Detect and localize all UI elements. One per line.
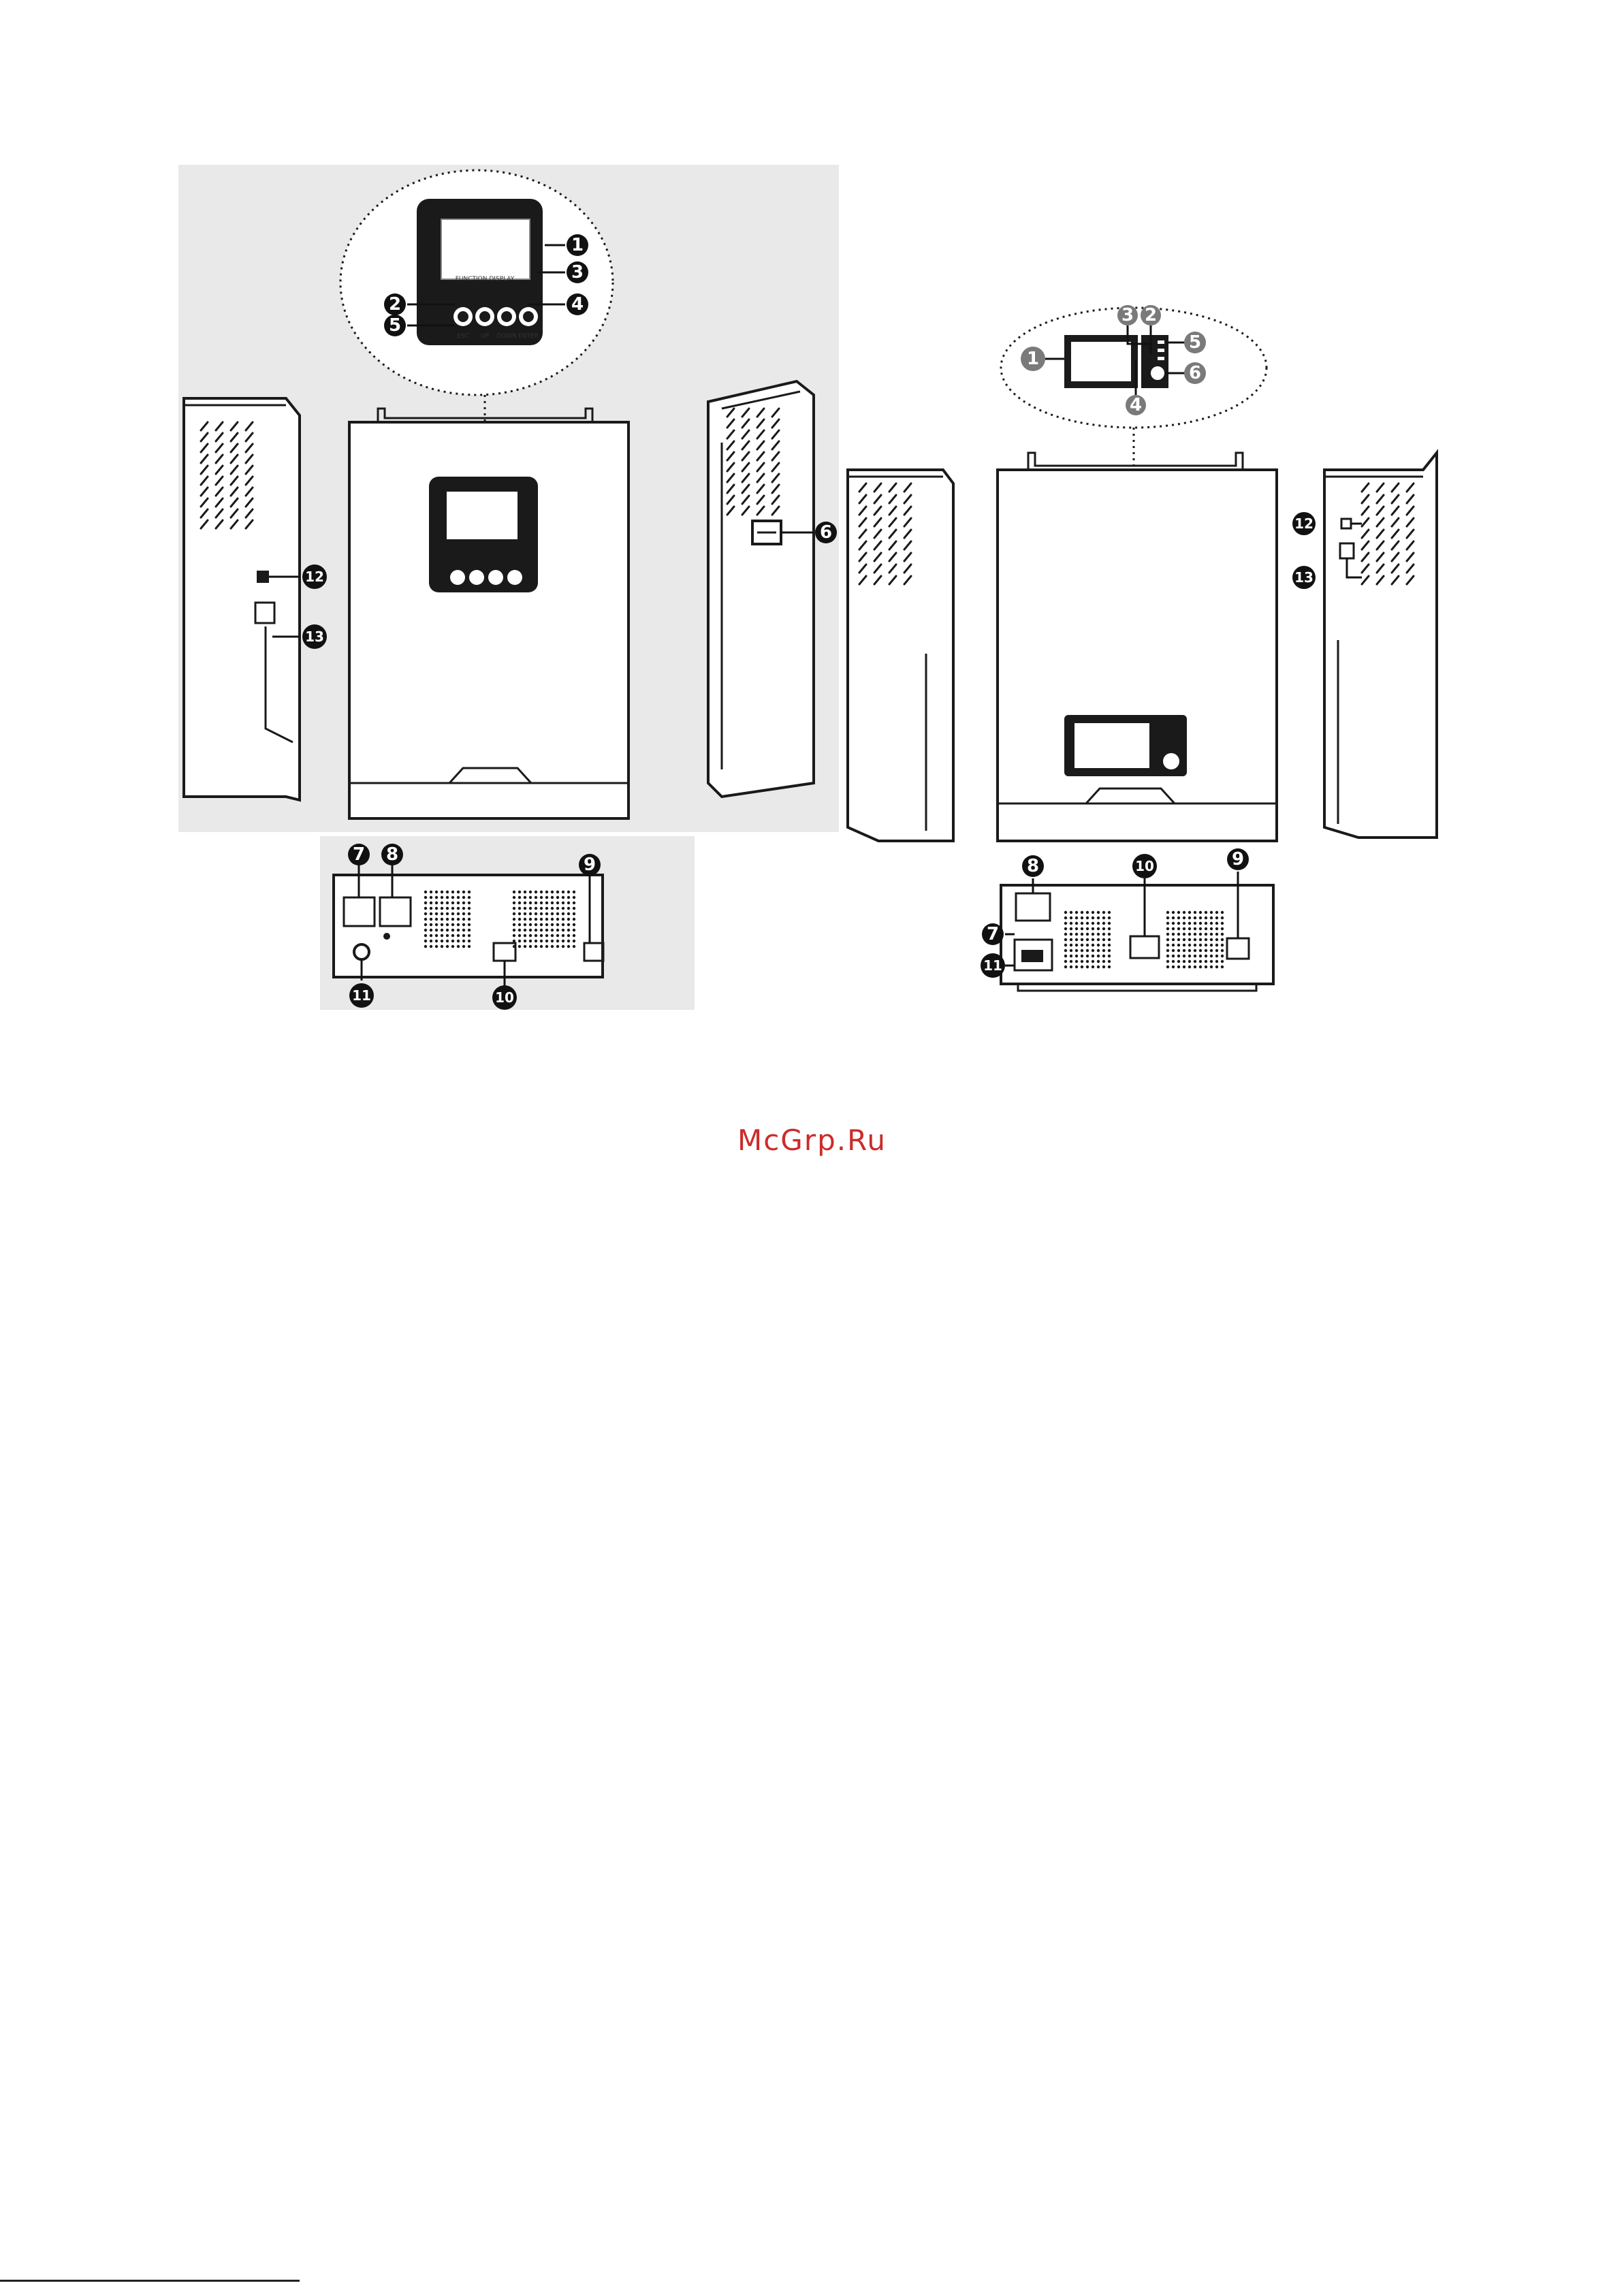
svg-text:12: 12 bbox=[305, 569, 324, 585]
left-callout-7: 7 bbox=[348, 844, 370, 865]
left-callout-10: 10 bbox=[492, 985, 517, 1010]
svg-text:10: 10 bbox=[495, 989, 514, 1006]
right-callout-1: 1 bbox=[1021, 347, 1045, 371]
svg-text:9: 9 bbox=[1232, 849, 1244, 870]
svg-text:7: 7 bbox=[353, 844, 365, 865]
left-bottom-view bbox=[334, 875, 603, 977]
watermark-text: McGrp.Ru bbox=[0, 1124, 1624, 1157]
left-button-label-esc: ESC bbox=[457, 333, 469, 340]
svg-text:5: 5 bbox=[389, 315, 401, 336]
right-callout-9: 9 bbox=[1227, 848, 1249, 870]
right-callout-13: 13 bbox=[1292, 566, 1316, 589]
footer-rule bbox=[0, 2280, 300, 2282]
right-callout-12: 12 bbox=[1292, 512, 1316, 535]
left-callout-2: 2 bbox=[384, 293, 406, 315]
svg-text:7: 7 bbox=[987, 924, 999, 944]
svg-text:2: 2 bbox=[389, 294, 401, 315]
right-side-unit-b bbox=[1324, 453, 1437, 838]
svg-text:13: 13 bbox=[1294, 569, 1313, 586]
left-button-label-enter: ENTER bbox=[518, 333, 539, 340]
left-callout-13: 13 bbox=[302, 624, 327, 649]
svg-text:9: 9 bbox=[584, 855, 596, 875]
right-callout-5: 5 bbox=[1184, 332, 1206, 353]
inverter-diagram: FUNCTION DISPLAY ESC UP DOWN ENTER bbox=[0, 0, 1624, 1062]
left-callout-1: 1 bbox=[567, 234, 588, 256]
svg-text:8: 8 bbox=[1027, 856, 1039, 876]
left-button-label-up: UP bbox=[481, 333, 490, 340]
right-callout-10: 10 bbox=[1132, 854, 1157, 878]
svg-text:3: 3 bbox=[571, 262, 584, 283]
svg-text:6: 6 bbox=[1189, 363, 1201, 383]
svg-text:11: 11 bbox=[983, 957, 1002, 974]
left-side-unit-a bbox=[184, 398, 300, 800]
right-callout-7: 7 bbox=[982, 923, 1004, 945]
right-callout-4: 4 bbox=[1126, 395, 1146, 415]
svg-text:4: 4 bbox=[571, 294, 584, 315]
right-front-unit bbox=[998, 453, 1277, 841]
svg-text:12: 12 bbox=[1294, 515, 1313, 532]
right-callout-11: 11 bbox=[981, 953, 1005, 978]
right-callout-3: 3 bbox=[1117, 305, 1138, 325]
svg-text:11: 11 bbox=[352, 987, 371, 1004]
svg-text:1: 1 bbox=[571, 235, 584, 255]
left-callout-6: 6 bbox=[815, 522, 837, 543]
left-callout-9: 9 bbox=[579, 854, 601, 876]
svg-text:13: 13 bbox=[305, 628, 324, 645]
right-side-unit-a bbox=[848, 470, 953, 841]
left-side-unit-b bbox=[708, 381, 814, 797]
svg-text:4: 4 bbox=[1130, 395, 1142, 415]
left-button-label-down: DOWN bbox=[496, 333, 517, 340]
right-bottom-view bbox=[1001, 885, 1273, 991]
left-callout-8: 8 bbox=[381, 844, 403, 865]
svg-text:10: 10 bbox=[1135, 858, 1154, 874]
svg-text:3: 3 bbox=[1121, 305, 1134, 325]
right-model: 1 3 2 5 6 4 12 13 8 7 11 10 9 bbox=[848, 305, 1437, 991]
left-display-header: FUNCTION DISPLAY bbox=[456, 276, 515, 283]
left-model: FUNCTION DISPLAY ESC UP DOWN ENTER bbox=[178, 165, 839, 1010]
right-callout-8: 8 bbox=[1022, 855, 1044, 877]
svg-text:2: 2 bbox=[1145, 305, 1157, 325]
left-front-unit bbox=[349, 409, 628, 818]
left-callout-3: 3 bbox=[567, 261, 588, 283]
svg-text:5: 5 bbox=[1189, 332, 1201, 353]
left-callout-11: 11 bbox=[349, 983, 374, 1008]
svg-text:6: 6 bbox=[820, 522, 832, 543]
left-lcd-zoom bbox=[441, 219, 530, 279]
left-callout-12: 12 bbox=[302, 564, 327, 589]
svg-text:8: 8 bbox=[386, 844, 398, 865]
left-callout-5: 5 bbox=[384, 315, 406, 336]
left-callout-4: 4 bbox=[567, 293, 588, 315]
right-zoom-panel bbox=[1064, 335, 1168, 388]
svg-text:1: 1 bbox=[1027, 349, 1039, 369]
right-callout-6: 6 bbox=[1184, 362, 1206, 384]
left-zoom-panel: FUNCTION DISPLAY ESC UP DOWN ENTER bbox=[417, 199, 543, 345]
right-callout-2: 2 bbox=[1141, 305, 1161, 325]
